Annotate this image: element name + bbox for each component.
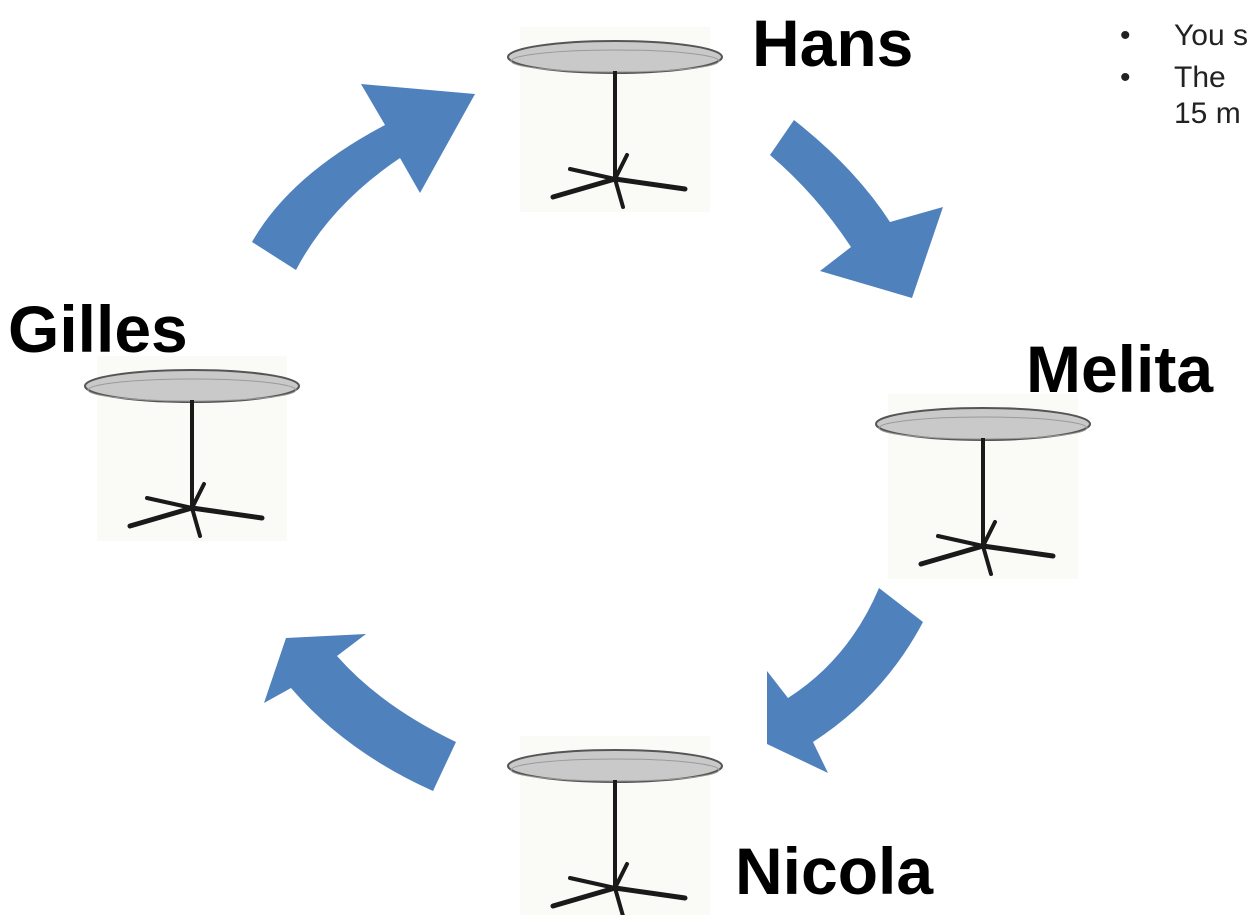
table-label-melita: Melita [1026, 332, 1214, 406]
table-melita [876, 394, 1090, 579]
arrow-nicola-to-gilles [264, 634, 456, 791]
round-table-icon [85, 356, 299, 541]
table-label-nicola: Nicola [735, 834, 934, 908]
table-nicola [508, 736, 722, 915]
instruction-text-continued: 15 m [1174, 97, 1241, 130]
round-table-icon [508, 736, 722, 915]
instruction-text: You s [1174, 19, 1248, 52]
arrow-hans-to-melita [770, 120, 943, 298]
table-hans [508, 27, 722, 212]
instruction-text: The [1174, 61, 1226, 94]
round-table-icon [876, 394, 1090, 579]
table-gilles [85, 356, 299, 541]
arrow-melita-to-nicola [767, 588, 923, 773]
instruction-item: • The 15 m [1108, 60, 1257, 132]
instruction-list: • You s • The 15 m [1108, 18, 1257, 138]
arrow-gilles-to-hans [252, 84, 475, 270]
table-label-hans: Hans [752, 6, 914, 80]
bullet-icon: • [1120, 19, 1131, 52]
table-label-gilles: Gilles [8, 292, 188, 366]
round-table-icon [508, 27, 722, 212]
instruction-item: • You s [1108, 18, 1257, 54]
bullet-icon: • [1120, 61, 1131, 94]
